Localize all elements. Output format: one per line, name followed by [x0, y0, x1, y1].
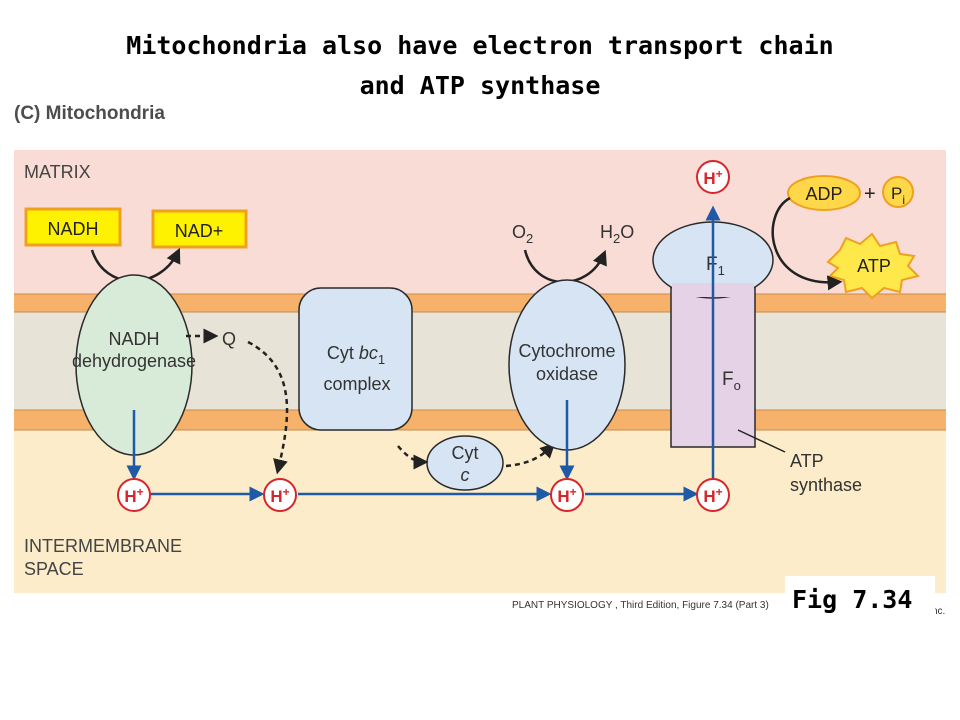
cyt-c-label-1: Cyt [452, 443, 479, 463]
nadh-dehydrogenase-label-1: NADH [108, 329, 159, 349]
cytochrome-oxidase-label-2: oxidase [536, 364, 598, 384]
nadh-dehydrogenase-label-2: dehydrogenase [72, 351, 196, 371]
cyt-bc1-complex [298, 287, 413, 431]
atp-starburst [826, 232, 920, 300]
figure-caption-tail: nc. [932, 606, 946, 617]
title-line-1: Mitochondria also have electron transpor… [126, 31, 834, 60]
atp-synthase-label-2: synthase [790, 475, 862, 495]
proton-synthase: H+ [696, 478, 730, 512]
cyt-bc1-label-2: complex [323, 374, 390, 394]
nad-plus-label: NAD+ [175, 221, 224, 241]
adp-label: ADP [805, 184, 842, 204]
ubiquinone-label: Q [222, 329, 236, 349]
plus-sign: + [864, 183, 876, 205]
cyt-c-label-2: c [461, 465, 470, 485]
pi-label: Pi [891, 184, 905, 207]
figure-caption: PLANT PHYSIOLOGY , Third Edition, Figure… [512, 600, 769, 611]
nad-plus-box [151, 209, 248, 249]
matrix-label: MATRIX [24, 162, 91, 182]
nadh-box [24, 207, 122, 247]
figure-label-box [785, 576, 935, 624]
atp-synthase-label-1: ATP [790, 451, 824, 471]
proton-matrix: H+ [696, 160, 730, 194]
intermembrane-label-1: INTERMEMBRANE [24, 536, 182, 556]
title-line-2: and ATP synthase [359, 71, 601, 100]
proton-oxidase: H+ [550, 478, 584, 512]
proton-nadh: H+ [117, 478, 151, 512]
atp-label: ATP [857, 256, 891, 276]
cytochrome-oxidase-label-1: Cytochrome [518, 341, 615, 361]
pi-circle [882, 176, 914, 208]
panel-label: (C) Mitochondria [14, 103, 165, 124]
nadh-label: NADH [47, 219, 98, 239]
figure-label: Fig 7.34 [792, 585, 913, 614]
intermembrane-label-2: SPACE [24, 559, 84, 579]
proton-q: H+ [263, 478, 297, 512]
adp-oval [787, 175, 861, 211]
